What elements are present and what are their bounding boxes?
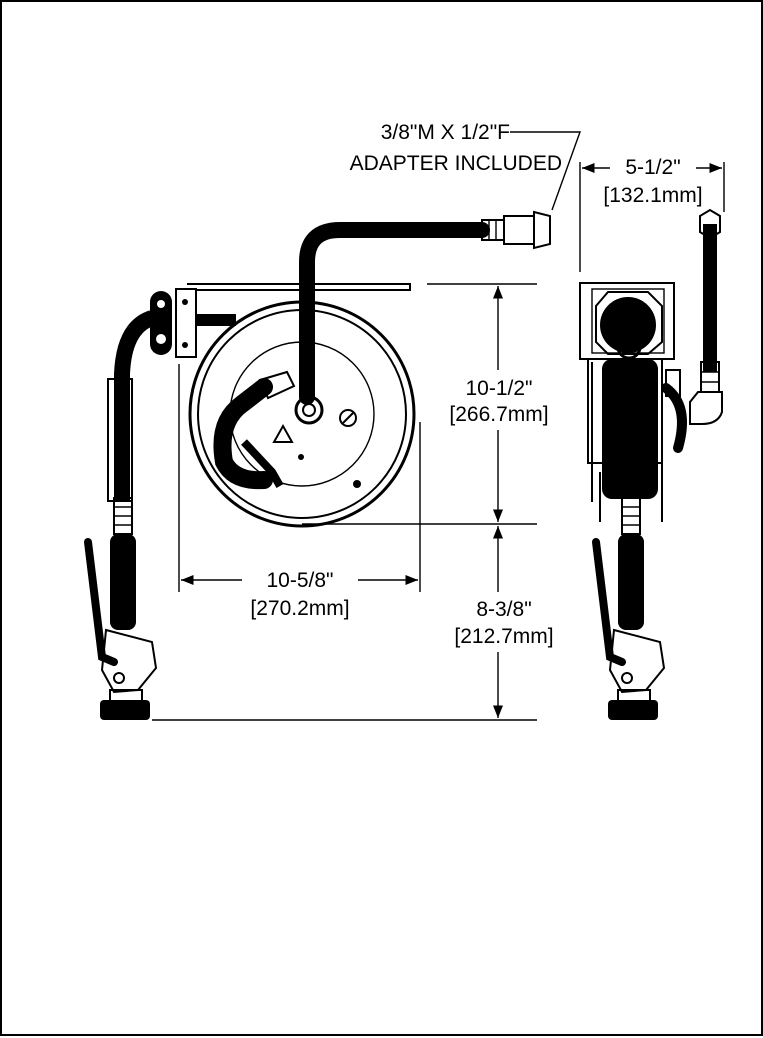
adapter-leader — [510, 131, 581, 211]
hose-spring-guard — [107, 378, 133, 502]
drop-hose — [114, 310, 156, 502]
height-dim-inches: 10-1/2" — [466, 377, 533, 400]
side-hose-wrap — [602, 359, 658, 499]
side-valve-grip — [618, 534, 644, 630]
side-elbow — [689, 391, 723, 425]
height-dim-mm: [266.7mm] — [449, 403, 548, 426]
hose-guide-arm — [150, 291, 172, 355]
spray-valve-grip — [110, 534, 136, 630]
spray-valve-handle — [84, 538, 118, 666]
side-adapter-hex — [699, 208, 721, 240]
lock-pin — [353, 480, 361, 488]
side-spray-head — [608, 700, 658, 720]
spray-head — [100, 700, 150, 720]
supply-hose — [299, 222, 490, 405]
side-hub-octagon — [595, 291, 663, 355]
bracket-arm — [196, 314, 236, 326]
side-view — [579, 162, 725, 720]
hub-screw — [339, 409, 357, 427]
bracket-top-plate — [187, 283, 411, 291]
parked-nozzle-hose — [213, 378, 273, 490]
warning-triangle — [272, 423, 294, 443]
adapter-label-line1: 3/8"M X 1/2"F — [381, 121, 510, 144]
adapter-fitting — [503, 215, 535, 245]
depth-dim-inches: 5-1/2" — [625, 156, 680, 179]
drop-dim-mm: [212.7mm] — [454, 625, 553, 648]
width-dim-mm: [270.2mm] — [250, 597, 349, 620]
depth-dim-mm: [132.1mm] — [603, 184, 702, 207]
width-dim-inches: 10-5/8" — [267, 569, 334, 592]
hose-ferrule — [299, 351, 315, 383]
adapter-label-line2: ADAPTER INCLUDED — [350, 152, 562, 175]
front-view — [84, 131, 581, 721]
drop-dim-inches: 8-3/8" — [476, 598, 531, 621]
